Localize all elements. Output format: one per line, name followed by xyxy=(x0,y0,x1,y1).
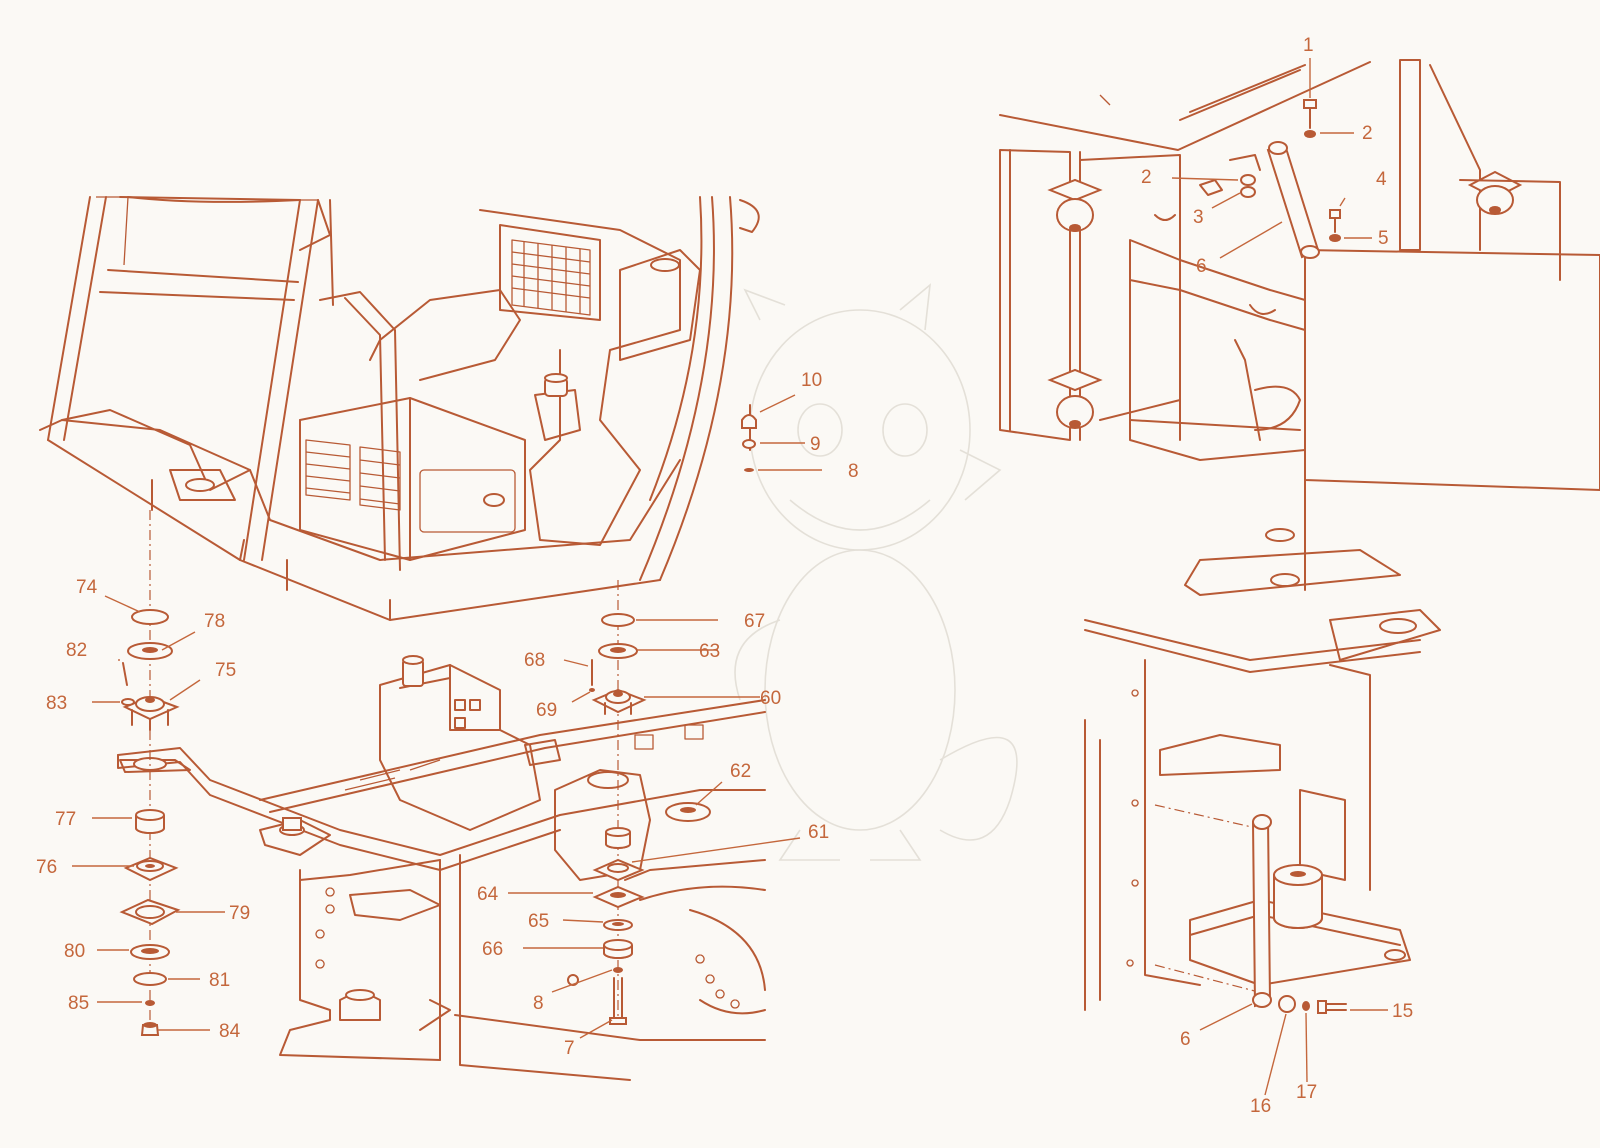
rubber-mount-lower xyxy=(1047,368,1103,429)
dragon-watermark-icon xyxy=(734,283,1018,861)
callout-1: 1 xyxy=(1303,35,1314,56)
part-62 xyxy=(665,802,711,822)
callout-82: 82 xyxy=(66,640,87,661)
callout-17: 17 xyxy=(1296,1082,1317,1103)
callout-61: 61 xyxy=(808,822,829,843)
part-75 xyxy=(122,695,180,731)
part-8-lower xyxy=(613,967,623,973)
callout-74: 74 xyxy=(76,577,98,598)
tilt-strut-6-lower xyxy=(1251,816,1272,1008)
callout-5: 5 xyxy=(1378,228,1389,249)
part-8-upper xyxy=(744,468,754,472)
cab-assembly xyxy=(39,196,760,621)
part-2-upper xyxy=(1304,130,1316,138)
frame-assembly xyxy=(117,655,766,1081)
callout-2b: 2 xyxy=(1141,167,1152,188)
callout-8a: 8 xyxy=(848,461,859,482)
rubber-mount-right xyxy=(1467,170,1523,215)
callout-83: 83 xyxy=(46,693,67,714)
callout-81: 81 xyxy=(209,970,230,991)
callout-15: 15 xyxy=(1392,1001,1413,1022)
part-15 xyxy=(1317,1000,1347,1014)
rubber-mount-upper xyxy=(1047,178,1103,232)
callout-75: 75 xyxy=(215,660,236,681)
callout-6b: 6 xyxy=(1180,1029,1191,1050)
part-17 xyxy=(1302,1001,1310,1011)
callout-67: 67 xyxy=(744,611,765,632)
callout-68: 68 xyxy=(524,650,545,671)
callout-85: 85 xyxy=(68,993,89,1014)
part-16 xyxy=(1278,995,1296,1013)
part-7 xyxy=(609,977,627,1025)
part-82 xyxy=(122,662,128,686)
callout-64: 64 xyxy=(477,884,499,905)
part-69 xyxy=(589,688,595,692)
tilt-strut-6 xyxy=(1266,143,1320,259)
callout-78: 78 xyxy=(204,611,225,632)
part-61 xyxy=(592,827,645,882)
part-84 xyxy=(140,1022,160,1036)
part-10 xyxy=(741,414,757,429)
callout-2a: 2 xyxy=(1362,123,1373,144)
part-3 xyxy=(1240,186,1256,198)
mount-stack-right xyxy=(589,404,757,1025)
part-85 xyxy=(145,1000,155,1006)
part-60 xyxy=(591,688,647,715)
part-63 xyxy=(598,643,638,659)
vent-grille-left xyxy=(305,439,401,511)
part-67 xyxy=(601,613,635,627)
callout-69: 69 xyxy=(536,700,557,721)
callout-labels: 1 2 2 3 4 5 6 10 9 8 74 78 82 75 83 77 7… xyxy=(36,35,1413,1117)
callout-16: 16 xyxy=(1250,1096,1271,1117)
callout-62: 62 xyxy=(730,761,751,782)
callout-80: 80 xyxy=(64,941,85,962)
part-2-lower xyxy=(1240,174,1256,186)
strut-lower-detail xyxy=(1084,609,1441,1014)
callout-79: 79 xyxy=(229,903,250,924)
callout-76: 76 xyxy=(36,857,57,878)
callout-7: 7 xyxy=(564,1038,575,1059)
callout-4: 4 xyxy=(1376,169,1387,190)
callout-84: 84 xyxy=(219,1021,241,1042)
callout-77: 77 xyxy=(55,809,76,830)
part-64 xyxy=(592,885,645,909)
latch-icon xyxy=(483,493,505,507)
part-77 xyxy=(135,809,165,834)
callout-9: 9 xyxy=(810,434,821,455)
callout-3: 3 xyxy=(1193,207,1204,228)
callout-6a: 6 xyxy=(1196,256,1207,277)
part-5 xyxy=(1329,234,1341,242)
callout-60: 60 xyxy=(760,688,781,709)
part-80 xyxy=(130,944,170,960)
tilt-detail-view xyxy=(999,59,1600,596)
callout-63: 63 xyxy=(699,641,720,662)
part-66 xyxy=(603,939,633,959)
callout-8b: 8 xyxy=(533,993,544,1014)
part-4 xyxy=(1329,209,1341,219)
part-76 xyxy=(123,856,179,882)
mount-stack-left xyxy=(119,510,181,1036)
part-81 xyxy=(133,972,167,986)
part-74 xyxy=(131,609,169,625)
callout-10: 10 xyxy=(801,370,822,391)
window-mesh xyxy=(511,239,591,316)
leader-lines xyxy=(72,58,1388,1096)
pivot-post xyxy=(1273,864,1323,929)
part-65 xyxy=(603,919,633,931)
part-1 xyxy=(1303,99,1317,109)
part-83 xyxy=(121,698,135,706)
part-9 xyxy=(742,439,756,449)
part-79 xyxy=(119,898,181,926)
callout-66: 66 xyxy=(482,939,503,960)
callout-65: 65 xyxy=(528,911,549,932)
